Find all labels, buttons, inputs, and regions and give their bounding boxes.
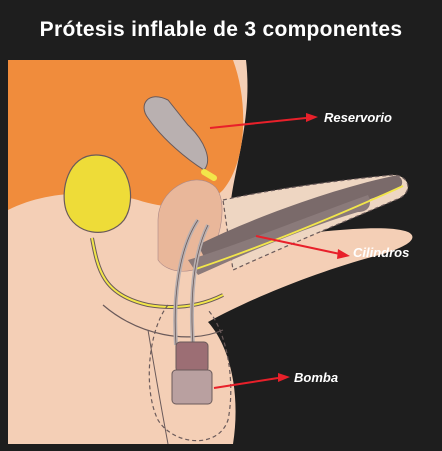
label-cilindros: Cilindros bbox=[353, 245, 409, 260]
label-bomba: Bomba bbox=[294, 370, 338, 385]
perineum-outline bbox=[148, 330, 168, 444]
reservoir bbox=[64, 155, 130, 232]
anatomy-svg: Reservorio Cilindros Bomba bbox=[8, 60, 436, 444]
cilindros-arrowhead bbox=[337, 249, 350, 259]
diagram-title: Prótesis inflable de 3 componentes bbox=[0, 0, 442, 60]
anatomy-illustration: Reservorio Cilindros Bomba bbox=[8, 60, 436, 444]
label-reservorio: Reservorio bbox=[324, 110, 392, 125]
pump-top bbox=[176, 342, 208, 372]
pump-bottom bbox=[172, 370, 212, 404]
lower-body-curve bbox=[103, 305, 223, 337]
